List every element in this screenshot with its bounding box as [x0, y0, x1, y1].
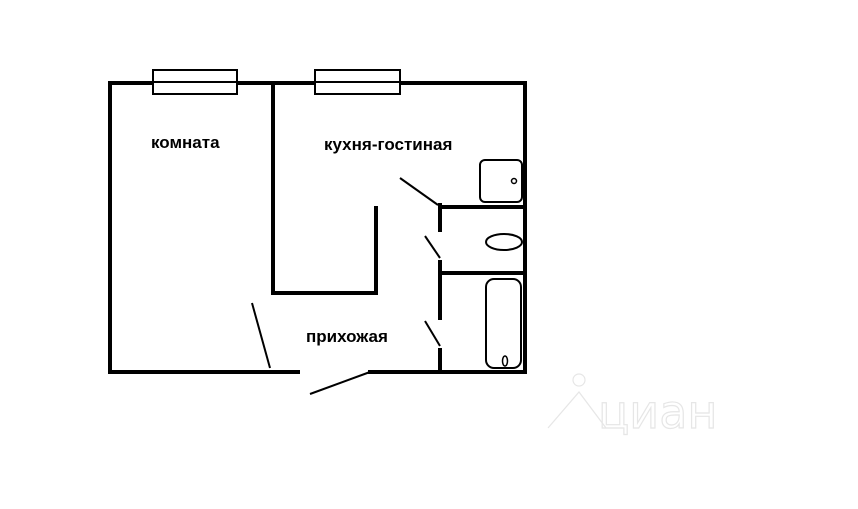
window-room: [152, 69, 238, 95]
window-kitchen: [314, 69, 401, 95]
room-label-kitchen-living: кухня-гостиная: [324, 135, 452, 154]
interior-walls: [271, 81, 527, 374]
room-label-komnata: комната: [151, 133, 220, 152]
door-room: [251, 302, 271, 369]
door-kitchen: [399, 177, 439, 206]
washbasin: [485, 233, 523, 251]
door-toilet: [424, 235, 441, 259]
kitchen-sink: [479, 159, 523, 203]
cian-watermark: циан: [547, 373, 718, 440]
watermark-text: циан: [598, 385, 717, 439]
entrance-door: [309, 371, 371, 395]
room-label-hallway: прихожая: [306, 327, 388, 346]
door-bathroom: [424, 320, 441, 347]
bathtub: [485, 278, 522, 369]
